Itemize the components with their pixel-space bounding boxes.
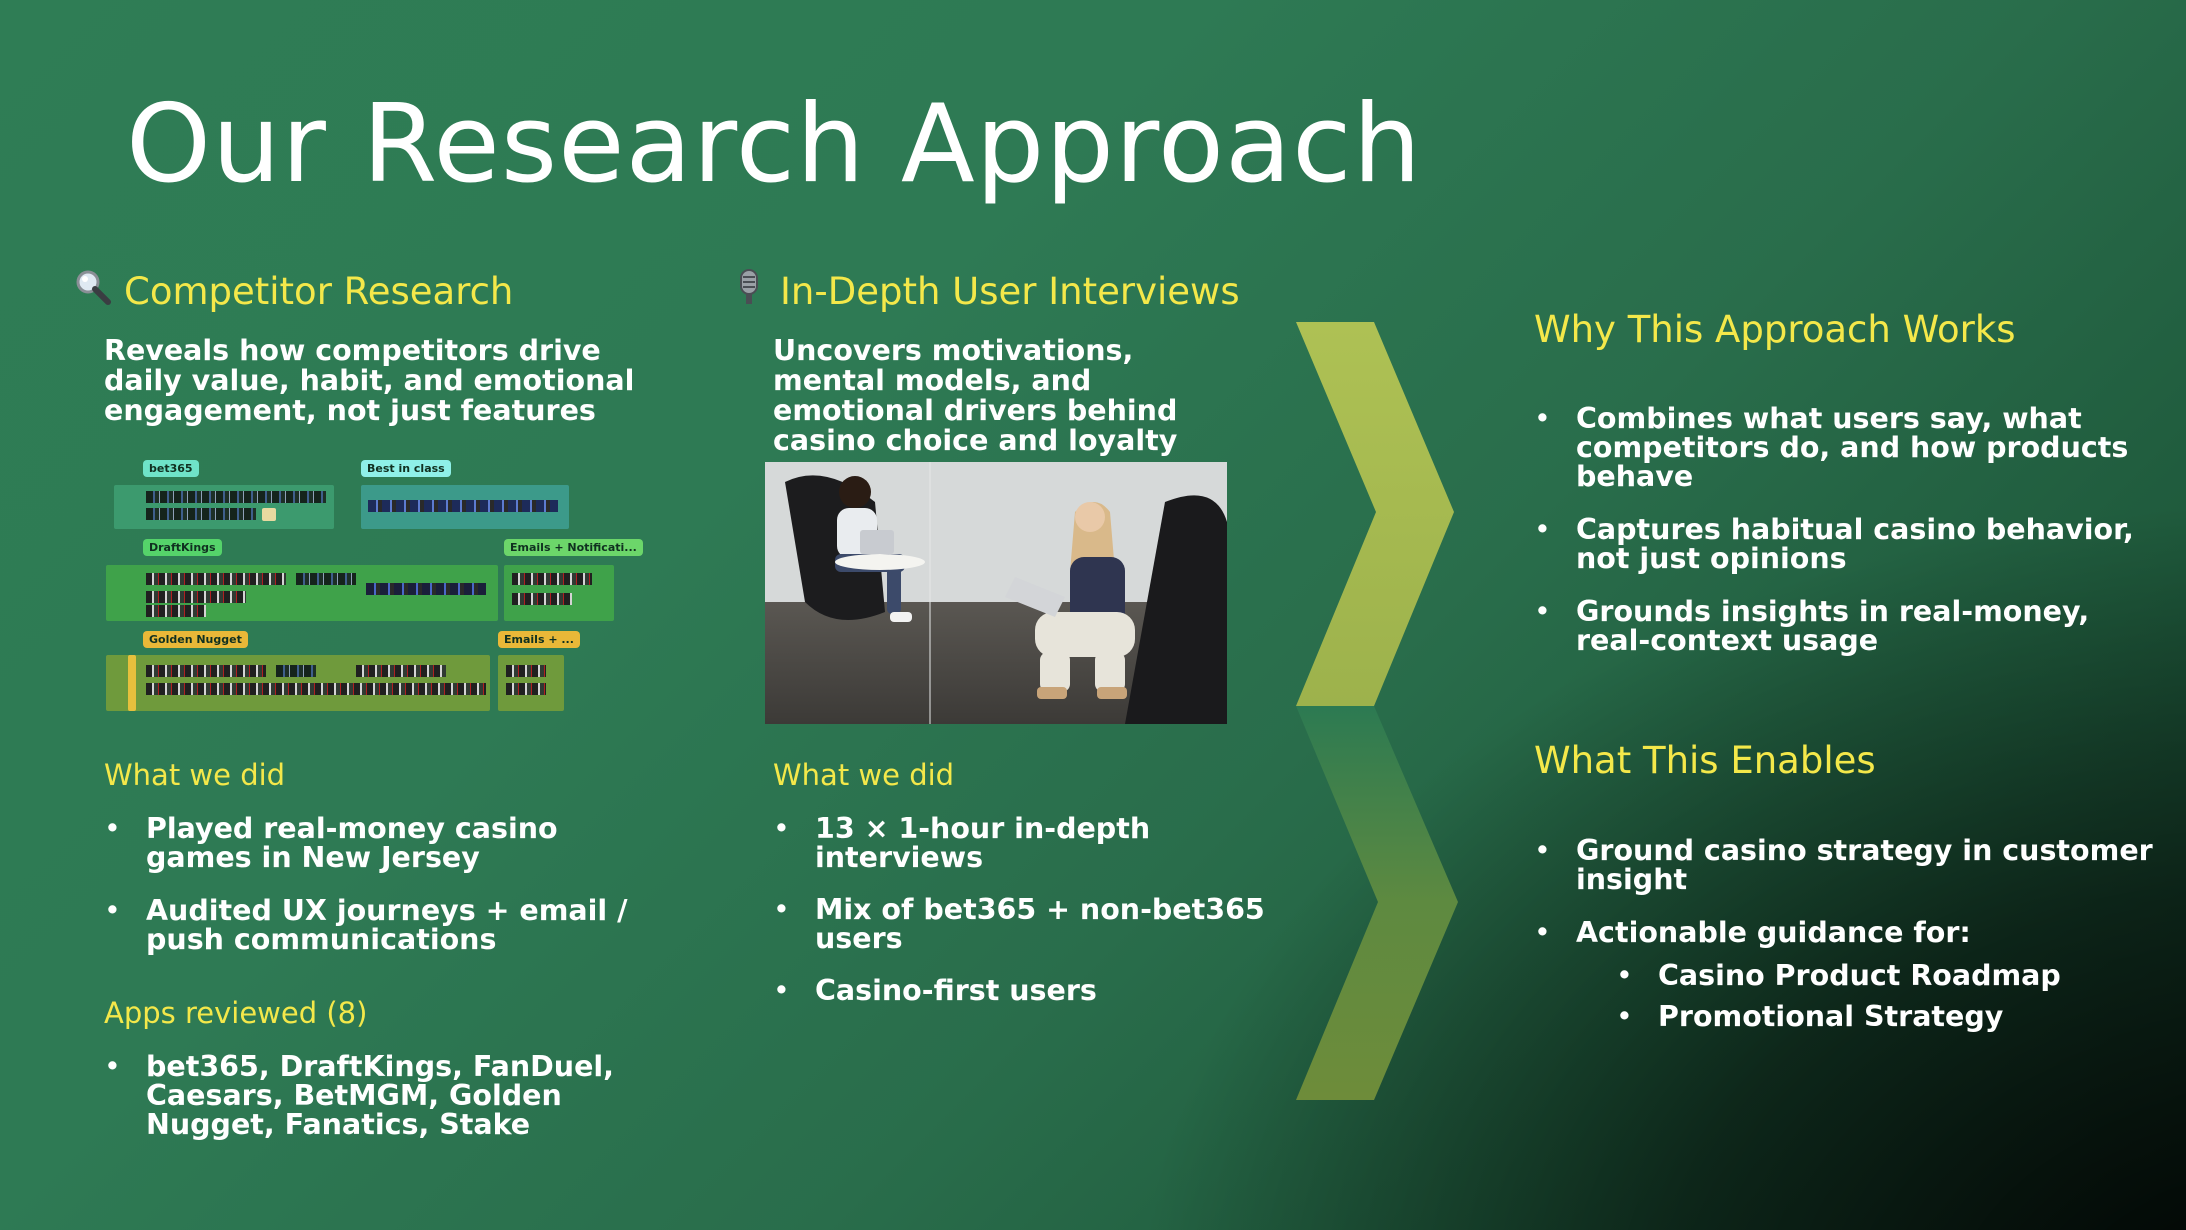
competitor-heading: Competitor Research — [124, 270, 514, 313]
why-heading: Why This Approach Works — [1534, 308, 2016, 351]
apps-reviewed-heading: Apps reviewed (8) — [104, 996, 368, 1030]
sub-list-item: Promotional Strategy — [1616, 1002, 2164, 1031]
interviews-what-list: 13 × 1-hour in-depth interviews Mix of b… — [773, 814, 1273, 1005]
collage-tag-golden-nugget: Golden Nugget — [143, 631, 248, 648]
competitor-what-list: Played real-money casino games in New Je… — [104, 814, 664, 954]
apps-reviewed-list: bet365, DraftKings, FanDuel, Caesars, Be… — [104, 1052, 664, 1139]
collage-tag-emails-notifications: Emails + Notificati... — [504, 539, 643, 556]
list-item: bet365, DraftKings, FanDuel, Caesars, Be… — [104, 1052, 664, 1139]
competitor-screens-collage: bet365 Best in class DraftKings Emails +… — [106, 455, 643, 713]
list-item: Combines what users say, what competitor… — [1534, 404, 2164, 491]
why-list: Combines what users say, what competitor… — [1534, 404, 2164, 655]
chevron-arrows — [1296, 322, 1458, 1100]
list-item: Grounds insights in real-money, real-con… — [1534, 597, 2164, 655]
list-item: Captures habitual casino behavior, not j… — [1534, 515, 2164, 573]
interviews-what-heading: What we did — [773, 758, 955, 792]
competitor-description: Reveals how competitors drive daily valu… — [104, 334, 635, 427]
interviews-description: Uncovers motivations, mental models, and… — [773, 334, 1178, 457]
microphone-icon — [734, 268, 764, 317]
list-item: Mix of bet365 + non-bet365 users — [773, 895, 1273, 953]
list-item: Audited UX journeys + email / push commu… — [104, 896, 664, 954]
collage-tag-emails: Emails + ... — [498, 631, 580, 648]
list-item: Played real-money casino games in New Je… — [104, 814, 664, 872]
collage-tag-best-in-class: Best in class — [361, 460, 451, 477]
list-item: 13 × 1-hour in-depth interviews — [773, 814, 1273, 872]
sub-list-item: Casino Product Roadmap — [1616, 961, 2164, 990]
magnifier-icon — [74, 268, 112, 315]
list-item: Casino-first users — [773, 976, 1273, 1005]
chevron-bottom — [1296, 706, 1458, 1100]
enables-sub-list: Casino Product Roadmap Promotional Strat… — [1616, 961, 2164, 1031]
list-item: Ground casino strategy in customer insig… — [1534, 836, 2164, 894]
collage-tag-draftkings: DraftKings — [143, 539, 222, 556]
slide-title: Our Research Approach — [126, 82, 1423, 207]
competitor-what-heading: What we did — [104, 758, 286, 792]
collage-tag-bet365: bet365 — [143, 460, 199, 477]
enables-heading: What This Enables — [1534, 739, 1876, 782]
interview-photo — [765, 462, 1227, 724]
list-item: Actionable guidance for: Casino Product … — [1534, 918, 2164, 1031]
interviews-heading: In-Depth User Interviews — [780, 270, 1240, 313]
chevron-top — [1296, 322, 1454, 706]
list-item-label: Actionable guidance for: — [1576, 916, 1971, 949]
enables-list: Ground casino strategy in customer insig… — [1534, 836, 2164, 1031]
